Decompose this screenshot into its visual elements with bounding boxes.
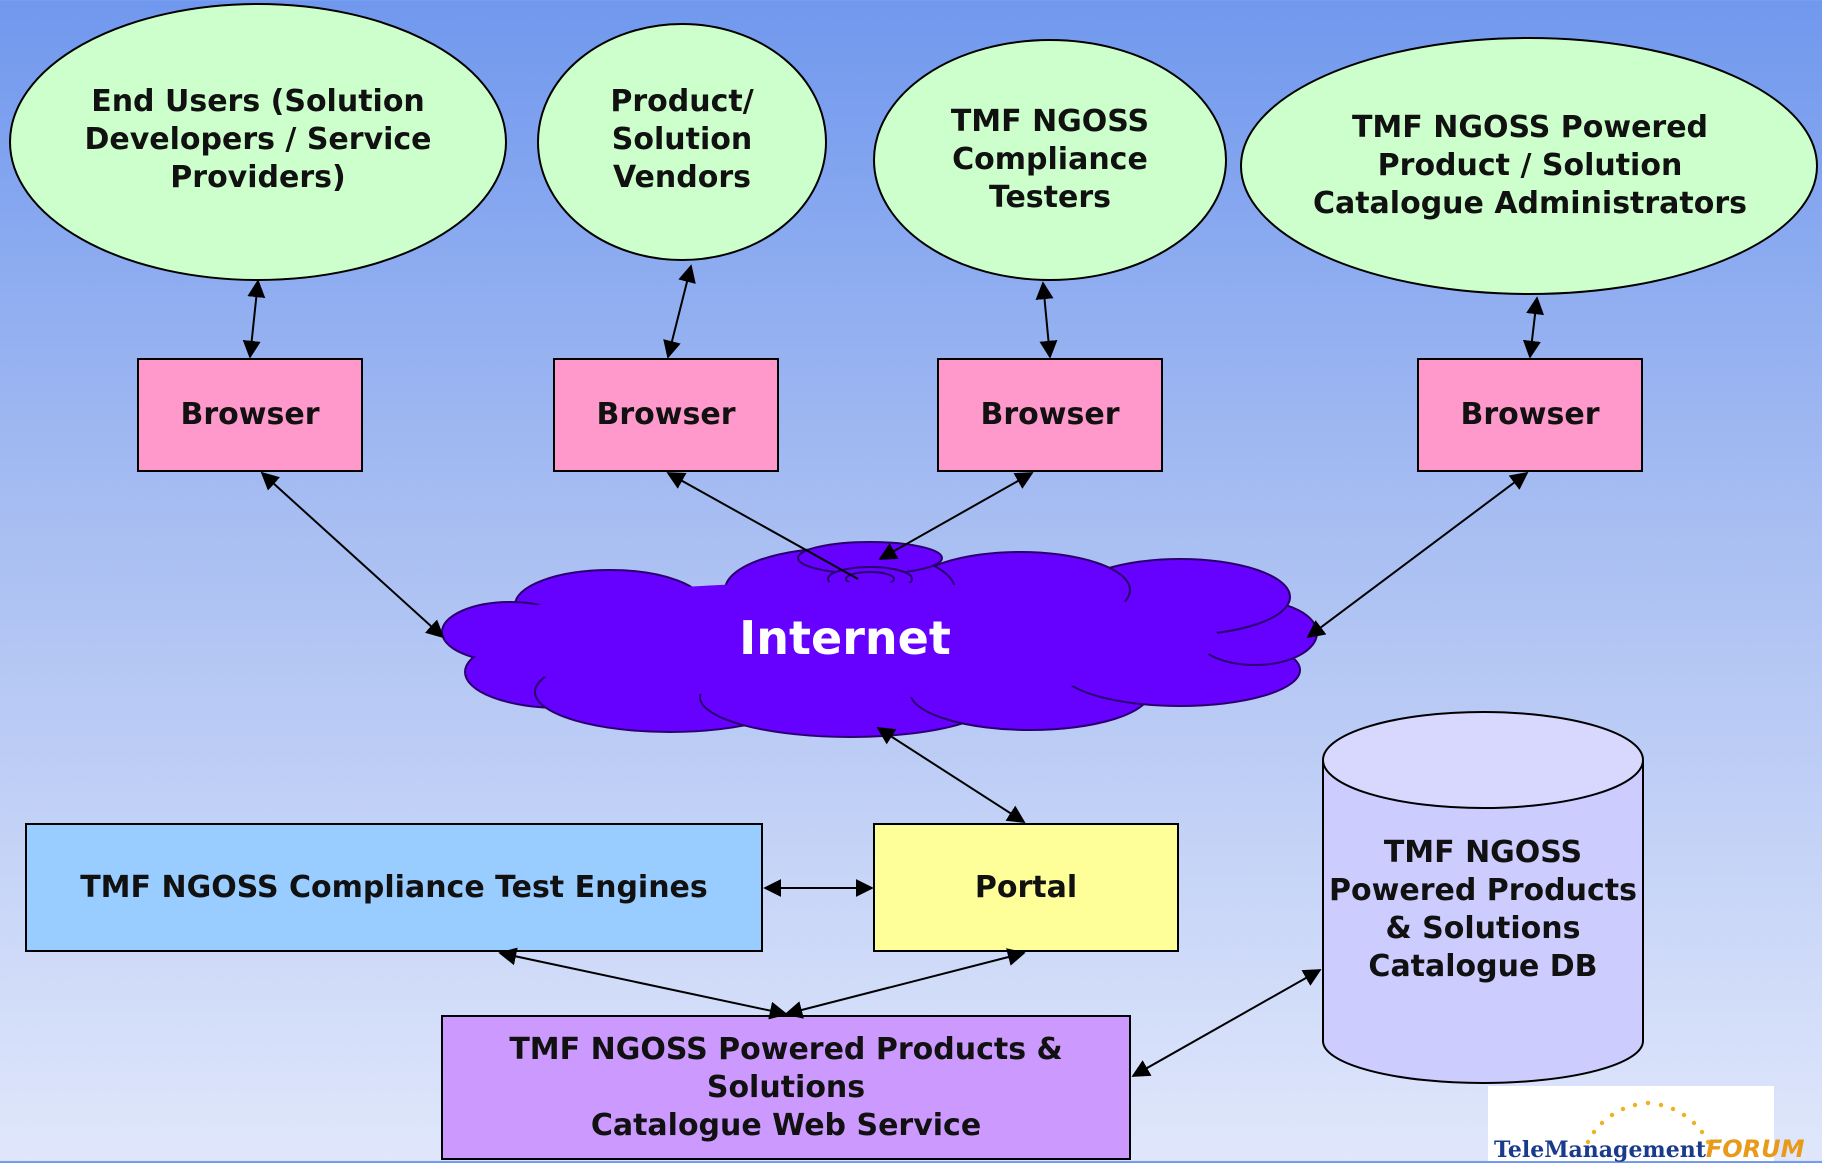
- actor-ellipse-testers: [873, 39, 1227, 281]
- arrow-webservice-db: [1131, 969, 1322, 1077]
- browser-box-2: [553, 358, 779, 472]
- logo-arc-dots: [1585, 1100, 1711, 1145]
- arrow-end-users-browser: [242, 279, 266, 359]
- arrow-admins-browser: [1522, 296, 1545, 359]
- arrow-browser3-internet: [878, 472, 1034, 560]
- catalogue-db-cylinder: [1322, 711, 1644, 1084]
- browser-label-2: Browser: [596, 397, 736, 432]
- connector-arrows: [242, 264, 1545, 1077]
- actor-label-vendors: Product/ Solution Vendors: [610, 84, 754, 195]
- actor-label-testers: TMF NGOSS Compliance Testers: [950, 104, 1150, 215]
- actor-ellipse-admins: [1240, 37, 1818, 295]
- arrow-internet-portal: [876, 727, 1026, 823]
- browser-box-1: [137, 358, 363, 472]
- browser-label-3: Browser: [980, 397, 1120, 432]
- portal-box: [873, 823, 1179, 952]
- test-engines-label: TMF NGOSS Compliance Test Engines: [80, 869, 708, 905]
- internet-cloud-core: [460, 582, 1220, 698]
- browser-label-1: Browser: [180, 397, 320, 432]
- arrow-engines-webservice: [498, 947, 788, 1020]
- test-engines-box: [25, 823, 763, 952]
- logo-name: TeleManagement: [1494, 1137, 1706, 1163]
- browser-box-4: [1417, 358, 1643, 472]
- arrow-browser1-internet: [260, 471, 445, 639]
- web-service-box: [441, 1015, 1131, 1160]
- logo-suffix: FORUM: [1705, 1135, 1805, 1163]
- actor-ellipse-vendors: [537, 23, 827, 261]
- browser-box-3: [937, 358, 1163, 472]
- arrow-browser4-internet: [1306, 471, 1529, 639]
- telemanagement-forum-logo: TeleManagementFORUM: [1488, 1086, 1805, 1163]
- arrow-testers-browser: [1035, 281, 1058, 359]
- arrow-browser2-internet: [666, 472, 859, 580]
- internet-label: Internet: [739, 611, 951, 665]
- portal-label: Portal: [974, 869, 1078, 905]
- catalogue-db-label: TMF NGOSS Powered Products & Solutions C…: [1329, 835, 1637, 984]
- web-service-label: TMF NGOSS Powered Products & Solutions C…: [509, 1031, 1063, 1143]
- arrow-vendors-browser: [663, 264, 696, 359]
- actor-label-admins: TMF NGOSS Powered Product / Solution Cat…: [1312, 110, 1748, 221]
- browser-label-4: Browser: [1460, 397, 1600, 432]
- actor-label-end-users: End Users (Solution Developers / Service…: [84, 84, 432, 195]
- logo-text: TeleManagementFORUM: [1494, 1135, 1805, 1163]
- arrow-portal-webservice: [784, 948, 1026, 1019]
